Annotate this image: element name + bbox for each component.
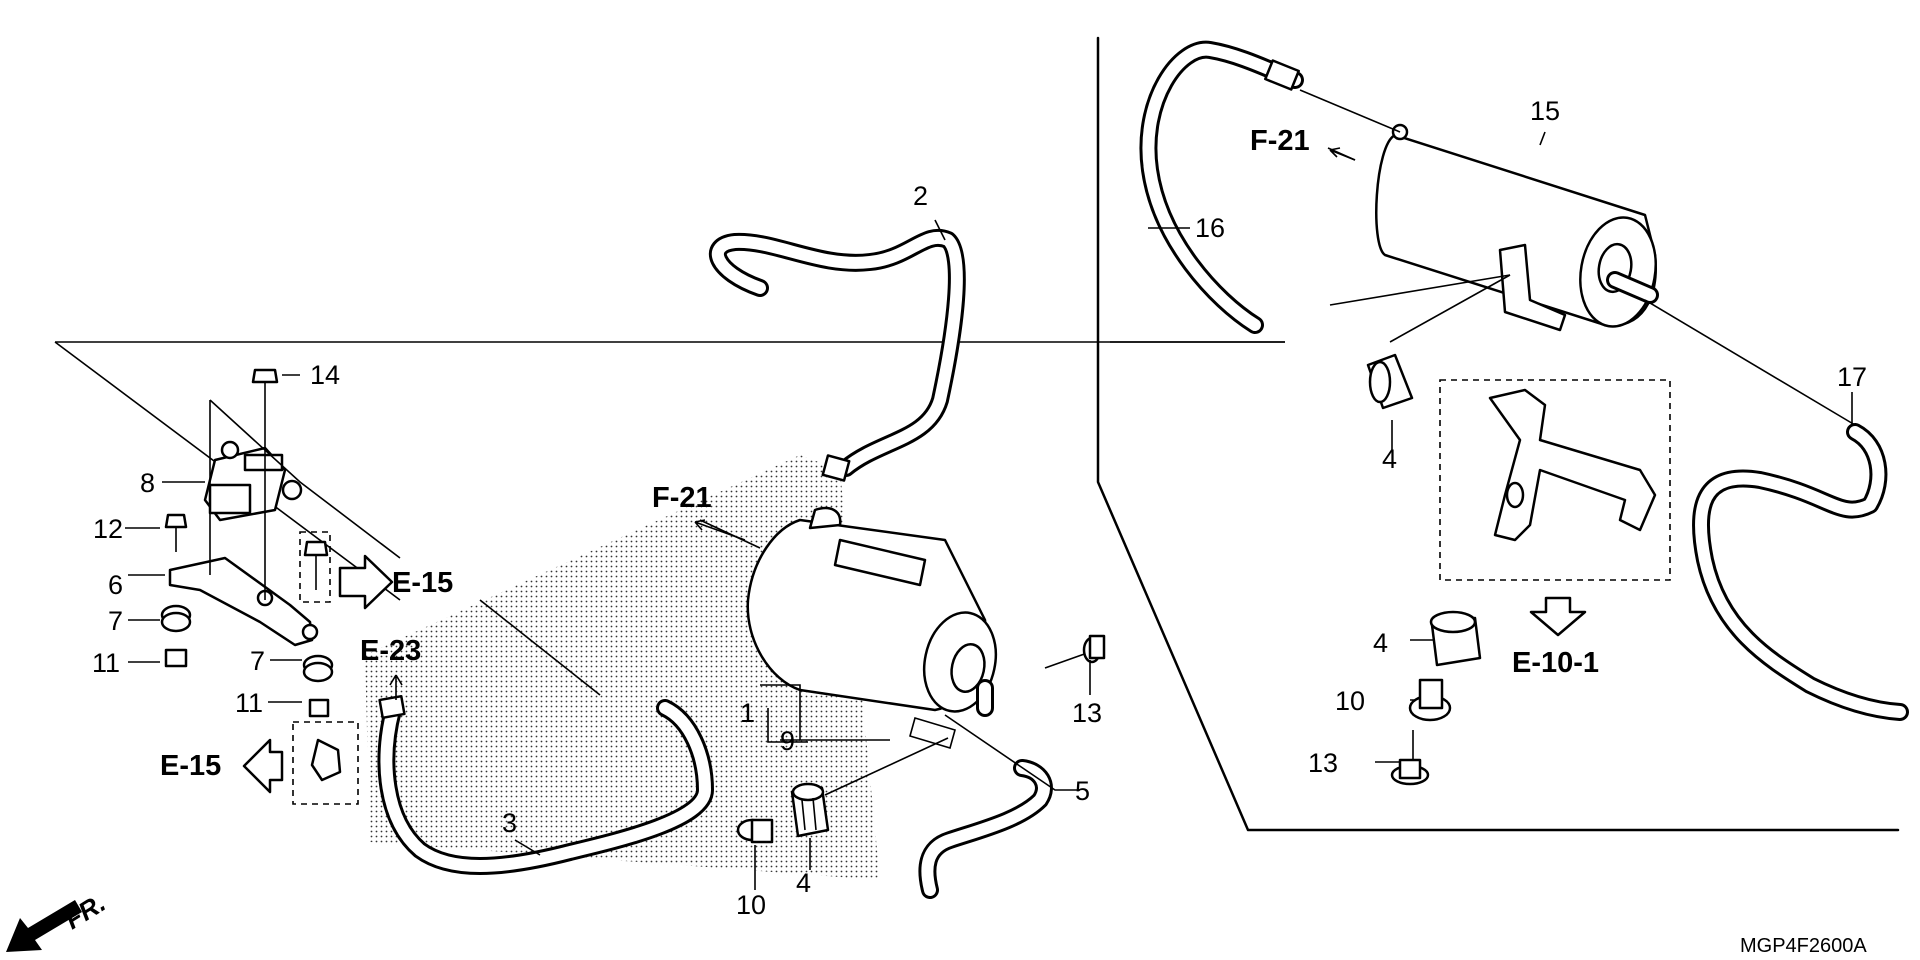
f21-right-arrow [1329, 147, 1356, 161]
hose-16 [1139, 40, 1304, 334]
leader-lines-left [125, 374, 401, 703]
part-label-8: 8 [140, 468, 155, 498]
dashed-box-bracket [1439, 379, 1671, 581]
collar-10-right [1408, 678, 1452, 722]
hose-3 [377, 694, 714, 875]
grommet-4-center [790, 782, 830, 838]
part-label-15: 15 [1530, 96, 1560, 126]
part-label-16: 16 [1195, 213, 1225, 243]
diagram-code: MGP4F2600A [1740, 935, 1867, 957]
part-label-3: 3 [502, 808, 517, 838]
ref-e10-1: E-10-1 [1512, 647, 1599, 679]
hose-2 [708, 229, 966, 482]
part-label-11-left: 11 [92, 648, 120, 678]
part-label-13-center: 13 [1072, 698, 1102, 728]
part-label-14: 14 [310, 360, 340, 390]
e23-arrow [389, 674, 403, 700]
part-label-13-right: 13 [1308, 748, 1338, 778]
part-label-4-upper: 4 [1382, 444, 1397, 474]
canister-1 [746, 506, 998, 750]
ref-e15-left: E-15 [160, 750, 221, 782]
part-label-10-right: 10 [1335, 686, 1365, 716]
grommet-4-lower [1429, 610, 1482, 667]
reference-labels: F-21 F-21 E-15 E-15 E-23 E-10-1 [160, 125, 1599, 782]
part-label-7-left: 7 [108, 606, 123, 636]
part-label-17: 17 [1837, 362, 1867, 392]
part-label-12: 12 [93, 514, 123, 544]
part-label-11-right: 11 [235, 688, 263, 718]
part-label-1: 1 [740, 698, 755, 728]
hose-17 [1691, 423, 1909, 721]
front-marker-label: FR. [59, 887, 110, 935]
arrow-down-e10-1 [1529, 596, 1587, 637]
bolt-13-center [1044, 634, 1106, 669]
fasteners-left [160, 368, 342, 782]
frame-lines [54, 36, 1900, 832]
part-label-6: 6 [108, 570, 123, 600]
bolt-13-right [1390, 730, 1430, 786]
part-number-labels: 1 2 3 4 4 4 5 6 7 7 8 9 10 10 11 11 12 1… [92, 96, 1867, 920]
front-arrow [6, 900, 82, 952]
canister-15 [1375, 123, 1659, 332]
ref-f21-center: F-21 [652, 482, 712, 514]
ref-e15-right: E-15 [392, 567, 453, 599]
arrow-left-e15 [242, 738, 284, 794]
leader-lines-center [479, 219, 1091, 890]
bracket-6 [168, 556, 319, 647]
dashed-box-bolt [299, 531, 331, 603]
ref-f21-right: F-21 [1250, 125, 1310, 157]
hose-5 [918, 759, 1053, 899]
part-label-10-center: 10 [736, 890, 766, 920]
part-label-2: 2 [913, 181, 928, 211]
part-label-7-right: 7 [250, 646, 265, 676]
f21-center-arrow [694, 519, 746, 541]
part-label-5: 5 [1075, 776, 1090, 806]
dot-shading [365, 455, 880, 880]
bracket-right [1488, 388, 1657, 542]
part-label-9: 9 [780, 726, 795, 756]
grommet-4-upper [1366, 353, 1414, 410]
dashed-box-clip [292, 721, 359, 805]
collar-10-center [736, 818, 774, 844]
part-label-4-center: 4 [796, 868, 811, 898]
part-label-4-lower: 4 [1373, 628, 1388, 658]
arrow-right-e15 [338, 554, 394, 610]
ref-e23: E-23 [360, 635, 421, 667]
valve-assembly-8 [203, 440, 303, 522]
